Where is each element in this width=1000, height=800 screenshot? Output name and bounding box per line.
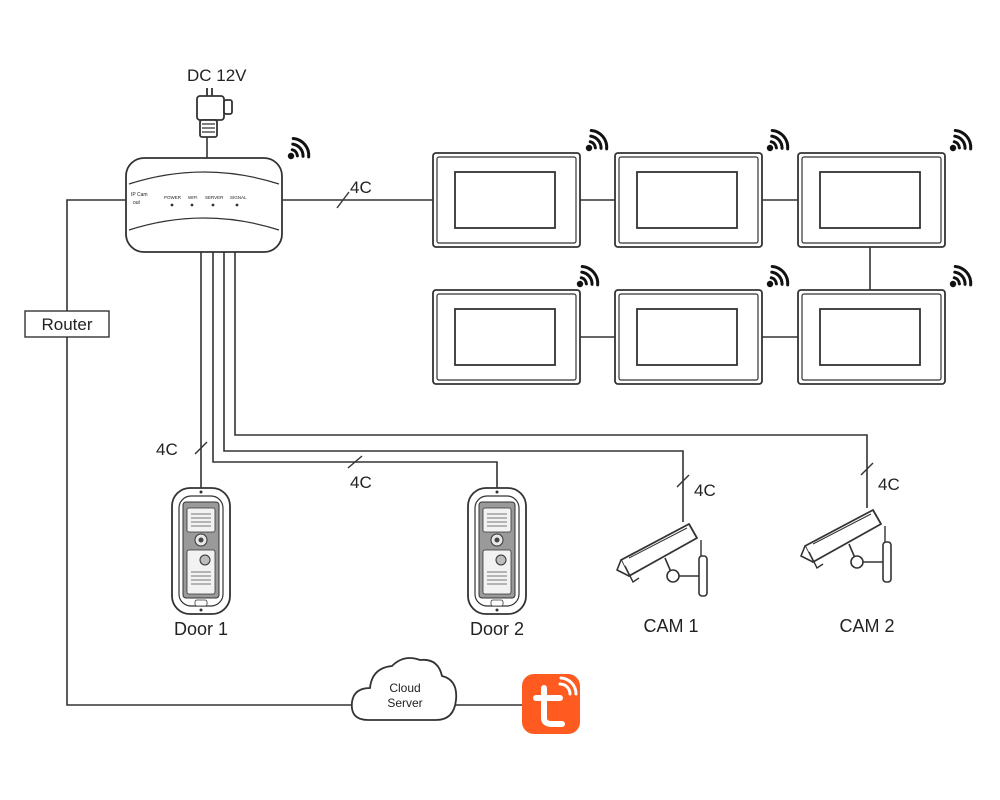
power-adapter: DC 12V — [187, 66, 247, 138]
app-icon-letter-stem — [541, 685, 565, 727]
wifi-signal-icon — [765, 261, 793, 289]
tick-monitors — [336, 191, 350, 209]
indicator-signal-led — [235, 203, 239, 207]
cable-label-monitors: 4C — [350, 178, 372, 197]
wifi-signal-icon — [765, 125, 793, 153]
app-icon-signal-outer — [559, 676, 578, 696]
tick-door2 — [347, 455, 363, 469]
tick-cam1 — [676, 474, 690, 488]
cloud-server: Cloud Server — [350, 657, 458, 721]
monitor-screen — [636, 171, 738, 229]
app-icon-background — [522, 674, 580, 734]
monitor-6 — [797, 289, 946, 385]
monitor-bezel — [436, 156, 577, 244]
indicator-wifi-led — [190, 203, 194, 207]
monitor-screen — [819, 171, 921, 229]
monitor-screen — [819, 308, 921, 366]
cable-tick-marks — [194, 191, 874, 488]
plug-head — [196, 95, 225, 121]
monitor-screen — [454, 171, 556, 229]
cable-label-cam1: 4C — [694, 481, 716, 500]
monitor-2 — [614, 152, 763, 248]
plug-ridges — [202, 123, 215, 133]
tick-door1 — [194, 441, 208, 455]
indicator-wifi-label: WIFI — [188, 195, 198, 200]
cable-label-cam2: 4C — [878, 475, 900, 494]
monitor-4 — [432, 289, 581, 385]
cloud-icon — [350, 657, 458, 721]
monitor-screen — [636, 308, 738, 366]
tick-cam2 — [860, 462, 874, 476]
monitor-bezel — [801, 156, 942, 244]
wifi-signal-icon — [575, 261, 603, 289]
monitor-bezel — [801, 293, 942, 381]
camera-2 — [800, 509, 892, 583]
indicator-power-led — [170, 203, 174, 207]
switch-box-body — [125, 157, 283, 253]
wifi-signal-icon — [584, 125, 612, 153]
door-station-1 — [171, 487, 231, 615]
wifi-signal-icon — [948, 125, 976, 153]
cable-label-door1: 4C — [156, 440, 178, 459]
router-cable — [66, 199, 355, 706]
indicator-server-led — [211, 203, 215, 207]
monitor-3 — [797, 152, 946, 248]
switch-box-bottom-curve — [128, 217, 280, 231]
cable-to-cam2 — [234, 252, 868, 508]
door-station-2 — [467, 487, 527, 615]
indicator-server-label: SERVER — [205, 195, 224, 200]
monitor-bezel — [618, 156, 759, 244]
monitor-bezel — [436, 293, 577, 381]
app-icon-signal-inner — [558, 682, 572, 696]
cable-label-door2: 4C — [350, 473, 372, 492]
power-label: DC 12V — [187, 66, 247, 85]
cam1-label: CAM 1 — [643, 616, 698, 636]
cloud-label-line1: Cloud — [389, 681, 420, 695]
monitor-bezel — [618, 293, 759, 381]
monitor-screen — [454, 308, 556, 366]
router: Router — [24, 310, 110, 338]
cloud-label-line2: Server — [387, 696, 422, 710]
indicator-signal-label: SIGNAL — [230, 195, 247, 200]
port-label-ipcam: IP Cam — [131, 192, 148, 198]
camera-1 — [616, 523, 708, 597]
wifi-signal-icon — [286, 133, 314, 161]
cam2-label: CAM 2 — [839, 616, 894, 636]
door2-label: Door 2 — [470, 619, 524, 639]
cable-to-cam1 — [223, 252, 684, 522]
port-label-out: out — [133, 200, 141, 206]
monitor-5 — [614, 289, 763, 385]
router-box — [24, 310, 110, 338]
router-label: Router — [41, 315, 92, 334]
plug-side — [223, 99, 233, 115]
door1-label: Door 1 — [174, 619, 228, 639]
tuya-app-icon — [522, 674, 580, 734]
monitor-1 — [432, 152, 581, 248]
switch-box-top-curve — [128, 171, 280, 185]
indicator-power-label: POWER — [164, 195, 182, 200]
wifi-signal-icon — [948, 261, 976, 289]
switch-box: IP Cam out POWER WIFI SERVER SIGNAL — [125, 157, 283, 253]
